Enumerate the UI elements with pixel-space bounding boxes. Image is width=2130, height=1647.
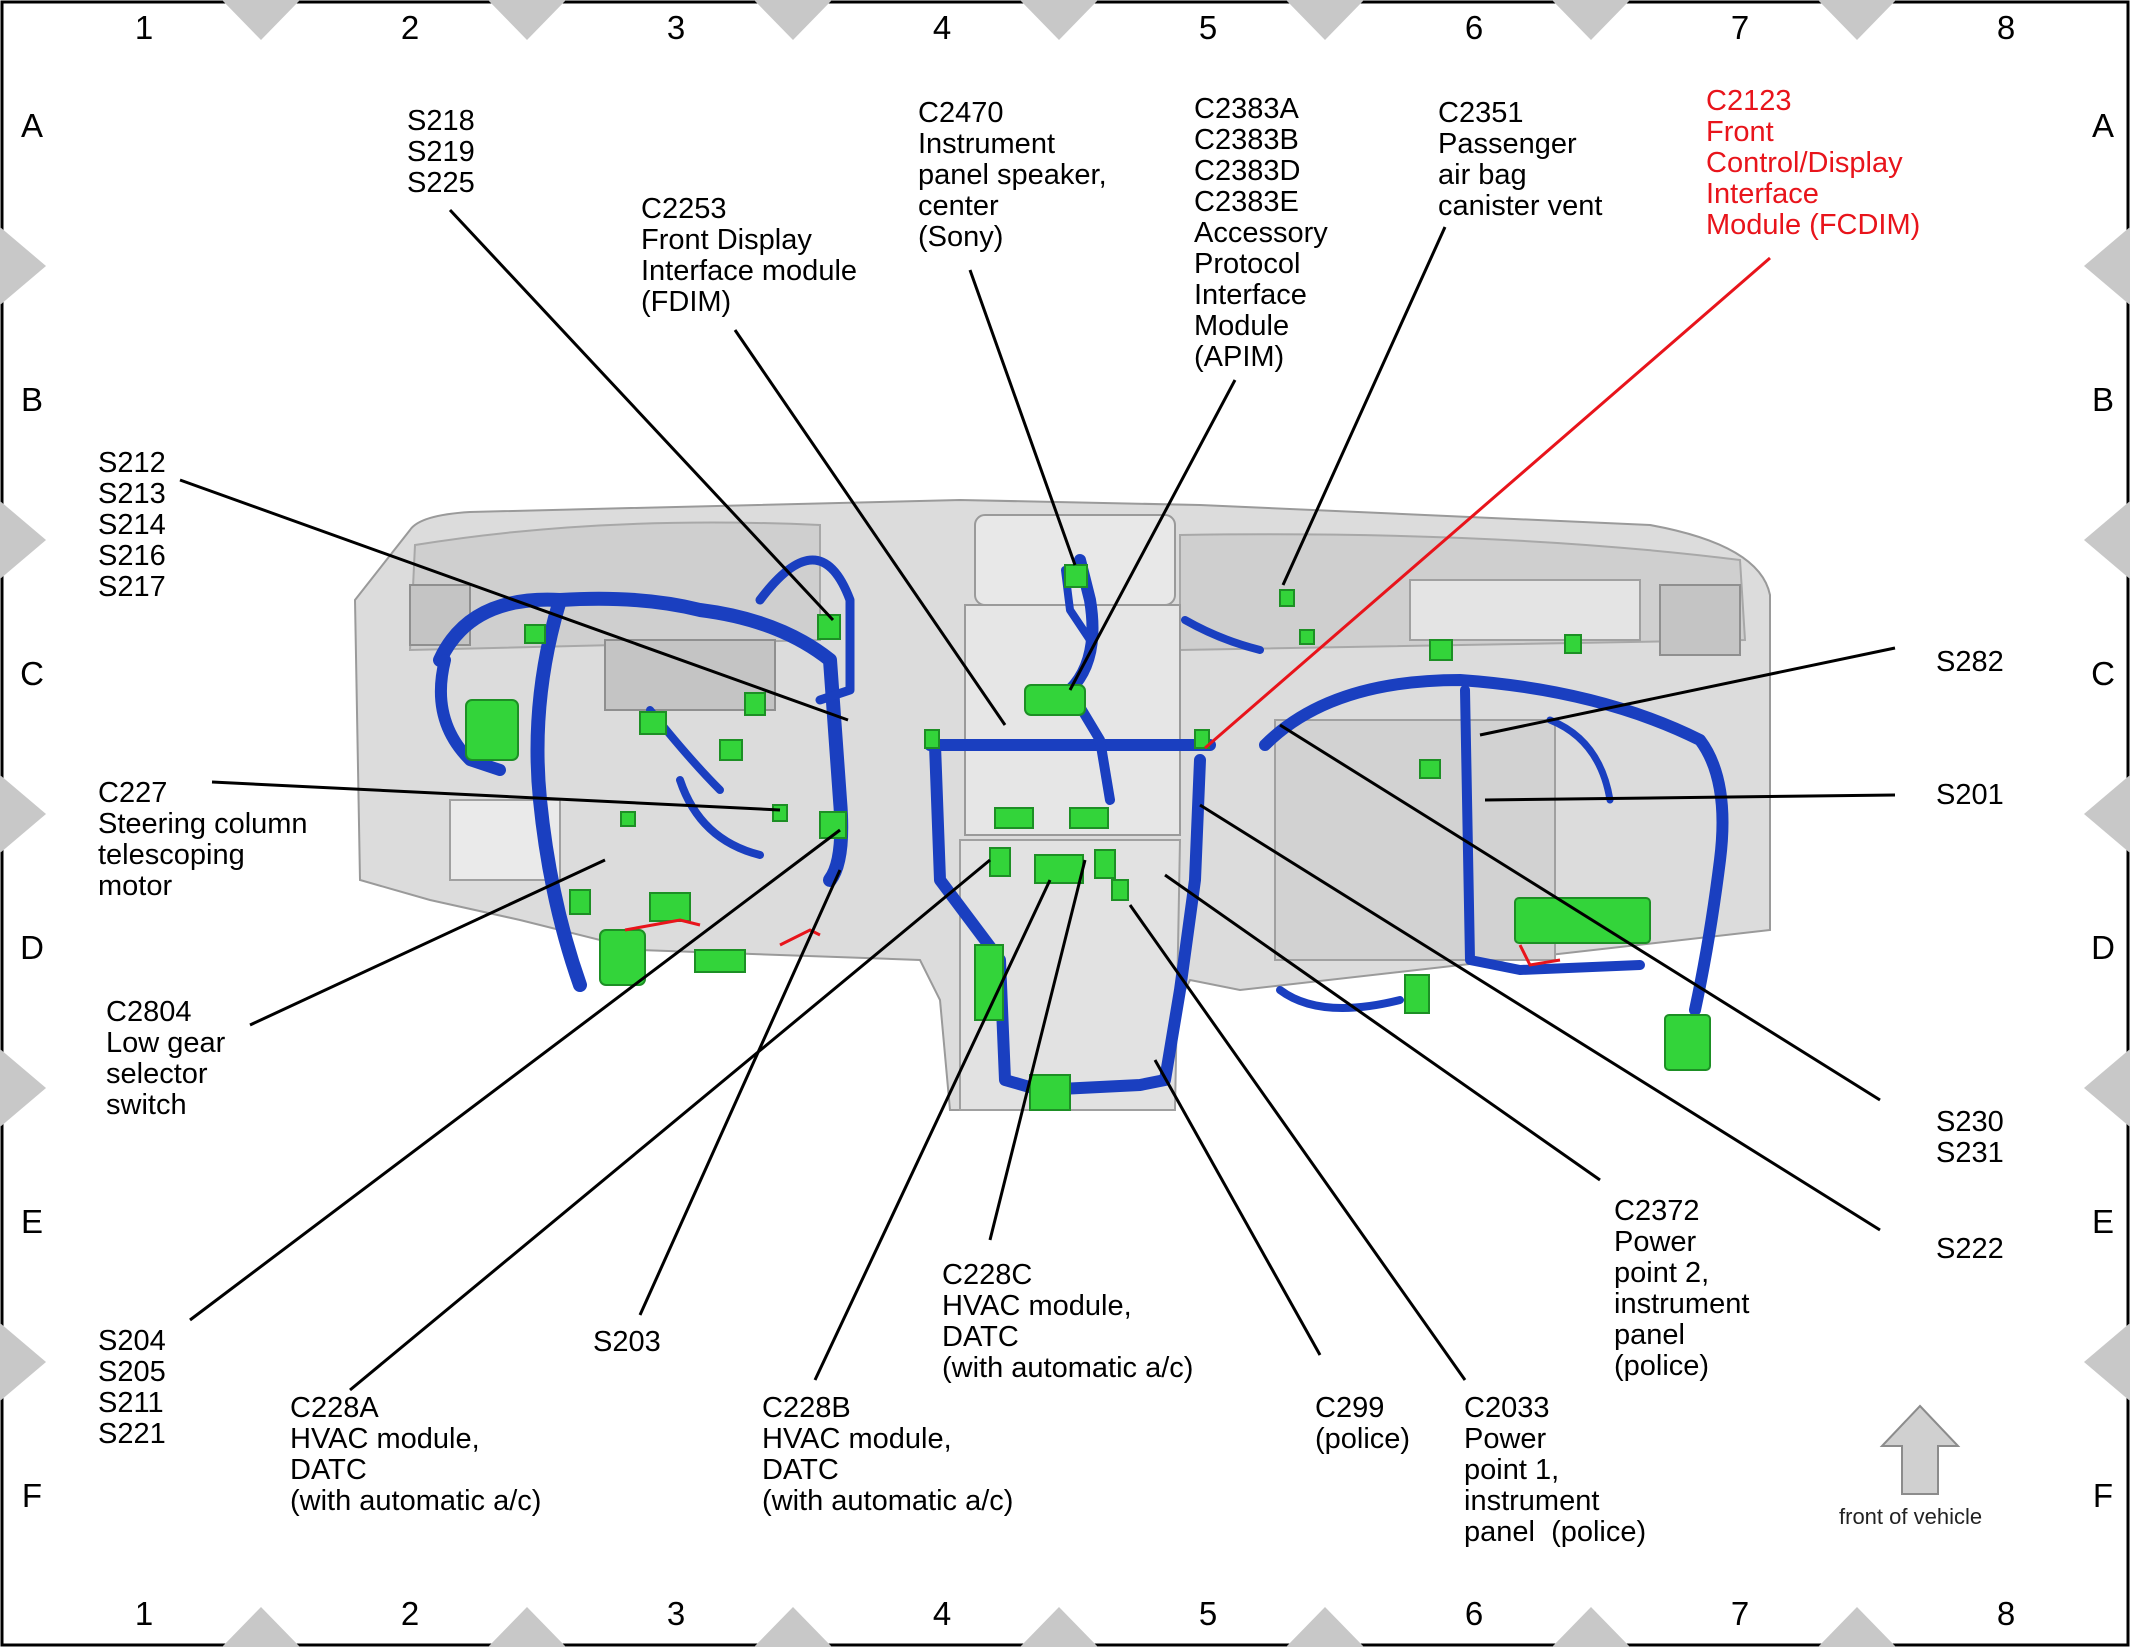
label-s230-s231: S230 S231 <box>1936 1106 2004 1169</box>
grid-column-bottom-1: 1 <box>134 1595 154 1632</box>
highlight-leader-line <box>1204 256 1771 750</box>
grid-column-bottom-3: 3 <box>666 1595 686 1632</box>
grid-column-bottom-7: 7 <box>1730 1595 1750 1632</box>
label-c228b-hvac: C228B HVAC module, DATC (with automatic … <box>762 1392 1014 1517</box>
label-s201: S201 <box>1936 779 2004 811</box>
grid-column-bottom-5: 5 <box>1198 1595 1218 1632</box>
label-c228c-hvac: C228C HVAC module, DATC (with automatic … <box>942 1259 1194 1384</box>
grid-column-top-5: 5 <box>1198 9 1218 46</box>
grid-column-bottom-6: 6 <box>1464 1595 1484 1632</box>
grid-row-left-e: E <box>20 1203 43 1240</box>
label-s203: S203 <box>593 1326 661 1358</box>
grid-row-right-c: C <box>2091 655 2115 692</box>
grid-column-bottom-2: 2 <box>400 1595 420 1632</box>
grid-row-right-e: E <box>2091 1203 2114 1240</box>
label-c2123-fcdim: C2123 Front Control/Display Interface Mo… <box>1706 85 1921 241</box>
label-c2253-fdim: C2253 Front Display Interface module (FD… <box>641 193 858 318</box>
label-c2470-speaker: C2470 Instrument panel speaker, center (… <box>918 97 1107 253</box>
grid-column-top-6: 6 <box>1464 9 1484 46</box>
label-c299-police: C299 (police) <box>1315 1392 1411 1455</box>
right-markers <box>2084 227 2130 1401</box>
label-s222: S222 <box>1936 1233 2004 1265</box>
leader-lines <box>179 208 1896 1392</box>
grid-column-bottom-8: 8 <box>1996 1595 2016 1632</box>
instrument-panel <box>353 498 1771 1111</box>
front-of-vehicle-label: front of vehicle <box>1839 1504 1983 1529</box>
label-c2804-low-gear-switch: C2804 Low gear selector switch <box>106 996 226 1121</box>
grid-column-top-2: 2 <box>400 9 420 46</box>
label-s204-s221: S204 S205 S211 S221 <box>98 1325 166 1450</box>
label-s282: S282 <box>1936 646 2004 678</box>
label-c2383-apim: C2383A C2383B C2383D C2383E Accessory Pr… <box>1194 93 1328 373</box>
grid-column-top-4: 4 <box>932 9 952 46</box>
grid-column-top-7: 7 <box>1730 9 1750 46</box>
top-markers <box>222 0 1896 40</box>
grid-column-top-3: 3 <box>666 9 686 46</box>
red-wires <box>624 918 1561 967</box>
grid-column-top-1: 1 <box>134 9 154 46</box>
grid-column-top-8: 8 <box>1996 9 2016 46</box>
grid-row-right-b: B <box>2091 381 2114 418</box>
left-markers <box>0 227 46 1401</box>
grid-row-right-d: D <box>2091 929 2115 966</box>
grid-row-right-f: F <box>2092 1477 2114 1514</box>
label-c2372-power-point-2: C2372 Power point 2, instrument panel (p… <box>1614 1195 1750 1382</box>
front-arrow-icon <box>1879 1404 1961 1495</box>
label-c2351-air-bag-vent: C2351 Passenger air bag canister vent <box>1438 97 1603 222</box>
grid-row-left-f: F <box>21 1477 43 1514</box>
label-c2033-power-point-1: C2033 Power point 1, instrument panel (p… <box>1464 1392 1647 1548</box>
grid-row-left-a: A <box>20 107 43 144</box>
grid-column-bottom-4: 4 <box>932 1595 952 1632</box>
label-s218-s219-s225: S218 S219 S225 <box>407 105 475 199</box>
connectors <box>465 564 1711 1111</box>
grid-row-left-d: D <box>20 929 44 966</box>
grid-row-left-c: C <box>20 655 44 692</box>
grid-row-left-b: B <box>20 381 43 418</box>
grid-row-right-a: A <box>2091 107 2114 144</box>
label-c228a-hvac: C228A HVAC module, DATC (with automatic … <box>290 1392 542 1517</box>
bottom-markers <box>222 1607 1896 1647</box>
label-s212-s217: S212 S213 S214 S216 S217 <box>98 447 166 603</box>
label-c227-steering-motor: C227 Steering column telescoping motor <box>98 777 308 902</box>
